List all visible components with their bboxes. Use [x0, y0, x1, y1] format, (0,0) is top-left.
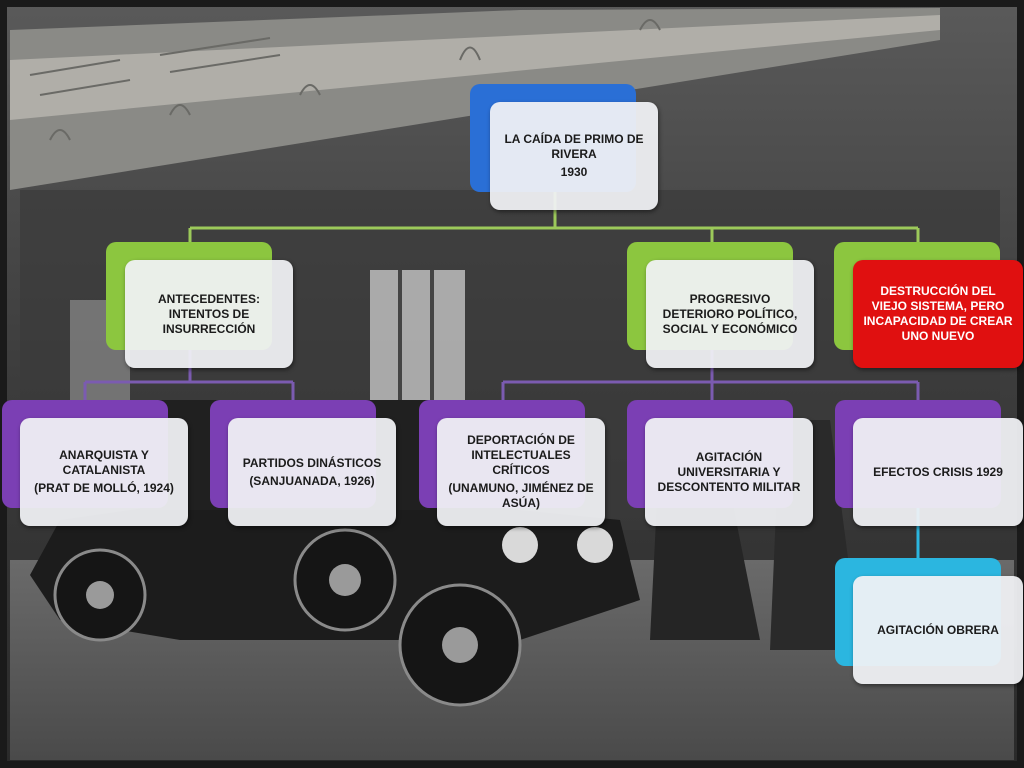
- anarquista-detail: (PRAT DE MOLLÓ, 1924): [34, 481, 174, 495]
- root-title: LA CAÍDA DE PRIMO DE RIVERA: [504, 132, 644, 161]
- root-year: 1930: [560, 165, 588, 179]
- deportacion-node: DEPORTACIÓN DE INTELECTUALES CRÍTICOS (U…: [437, 418, 605, 526]
- dinasticos-node: PARTIDOS DINÁSTICOS (SANJUANADA, 1926): [228, 418, 396, 526]
- root-node: LA CAÍDA DE PRIMO DE RIVERA 1930: [490, 102, 658, 210]
- obrera-title: AGITACIÓN OBRERA: [877, 622, 999, 637]
- destruccion-title: DESTRUCCIÓN DEL VIEJO SISTEMA, PERO INCA…: [863, 284, 1013, 343]
- obrera-node: AGITACIÓN OBRERA: [853, 576, 1023, 684]
- crisis-title: EFECTOS CRISIS 1929: [873, 464, 1003, 479]
- crisis-node: EFECTOS CRISIS 1929: [853, 418, 1023, 526]
- deterioro-title: PROGRESIVO DETERIORO POLÍTICO, SOCIAL Y …: [662, 291, 798, 336]
- antecedentes-title: ANTECEDENTES: INTENTOS DE INSURRECCIÓN: [157, 291, 260, 336]
- anarquista-title: ANARQUISTA Y CATALANISTA: [59, 448, 149, 477]
- destruccion-node: DESTRUCCIÓN DEL VIEJO SISTEMA, PERO INCA…: [853, 260, 1023, 368]
- deportacion-title: DEPORTACIÓN DE INTELECTUALES CRÍTICOS: [467, 433, 575, 477]
- deportacion-detail: (UNAMUNO, JIMÉNEZ DE ASÚA): [448, 481, 594, 510]
- agitacion-univ-title: AGITACIÓN UNIVERSITARIA Y DESCONTENTO MI…: [657, 449, 801, 494]
- dinasticos-title: PARTIDOS DINÁSTICOS: [242, 455, 382, 470]
- dinasticos-detail: (SANJUANADA, 1926): [249, 473, 375, 488]
- anarquista-node: ANARQUISTA Y CATALANISTA (PRAT DE MOLLÓ,…: [20, 418, 188, 526]
- antecedentes-node: ANTECEDENTES: INTENTOS DE INSURRECCIÓN: [125, 260, 293, 368]
- agitacion-univ-node: AGITACIÓN UNIVERSITARIA Y DESCONTENTO MI…: [645, 418, 813, 526]
- deterioro-node: PROGRESIVO DETERIORO POLÍTICO, SOCIAL Y …: [646, 260, 814, 368]
